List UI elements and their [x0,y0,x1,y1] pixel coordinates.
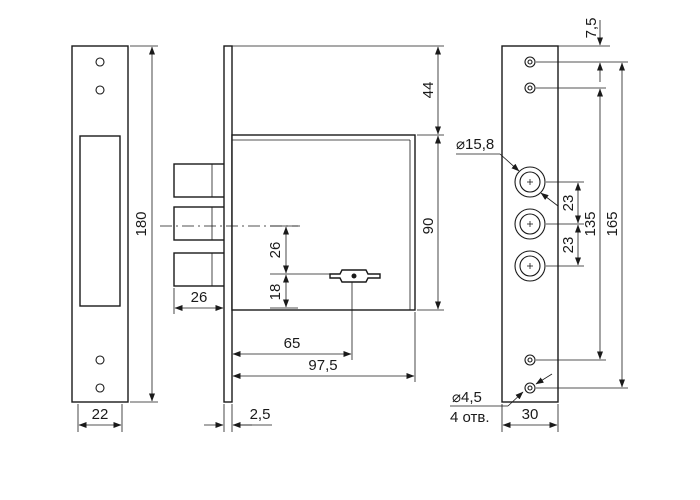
dim-22-label: 22 [92,406,109,423]
mount-hole-inner-icon [527,357,533,363]
keyhole-icon [329,269,381,283]
lock-body-side-view [160,45,416,403]
dim-180-label: 180 [133,211,150,236]
dim-plate-thickness: 2,5 [204,404,272,432]
dim-bolt-spacing: 26 18 [267,225,330,309]
dim-cylinder-diameter: ⌀15,8 [456,136,559,207]
dim-30-label: 30 [522,406,539,423]
faceplate-front-view [71,45,129,403]
screw-hole-icon [95,355,105,365]
dim-7-5-label: 7,5 [583,18,600,39]
mount-hole-inner-icon [527,85,533,91]
dim-cylinder-diameter-label: ⌀15,8 [456,136,494,153]
lock-case [231,134,416,311]
dim-18-label: 18 [267,284,284,301]
dim-23-bottom-label: 23 [560,237,577,254]
dim-90-label: 90 [420,218,437,235]
dim-hole-callout: ⌀4,5 4 отв. [450,373,553,426]
dim-case-height: 90 [417,135,444,311]
cylinder-hole-icon [514,250,546,282]
dim-26-horizontal-label: 26 [191,289,208,306]
dim-faceplate-length: 180 [130,45,158,403]
dim-backset-key: 65 [231,282,353,382]
dim-bolt-throw: 26 [173,288,224,314]
bolt-middle [173,206,233,241]
screw-hole-icon [95,383,105,393]
screw-hole-icon [95,57,105,67]
cylinder-hole-icon [514,166,546,198]
dim-strike-width: 30 [501,404,559,432]
dim-97-5-label: 97,5 [308,357,337,374]
dim-44-label: 44 [420,82,437,99]
dim-top-hole-offset: 7,5 [558,18,610,82]
dim-cylinder-spacing: 23 23 [546,181,584,267]
dim-case-depth: 97,5 [232,312,416,382]
dim-135-label: 135 [582,211,599,236]
dim-mount-spacing-outer: 165 [536,61,628,389]
dim-mount-spacing-inner: 135 [536,87,606,361]
dim-faceplate-width: 22 [77,404,123,432]
dim-2-5-label: 2,5 [250,406,271,423]
dim-top-offset: 44 [232,45,444,136]
mount-hole-inner-icon [527,59,533,65]
dim-23-top-label: 23 [560,195,577,212]
mount-hole-inner-icon [527,385,533,391]
dim-hole-count-label: 4 отв. [450,409,490,426]
dim-65-label: 65 [284,335,301,352]
bolt-slot [79,135,121,307]
dim-26-vertical-label: 26 [267,242,284,259]
cylinder-hole-icon [514,208,546,240]
screw-hole-icon [95,85,105,95]
mounting-plate [223,45,233,403]
dim-hole-diameter-label: ⌀4,5 [452,389,482,406]
dim-165-label: 165 [604,211,621,236]
